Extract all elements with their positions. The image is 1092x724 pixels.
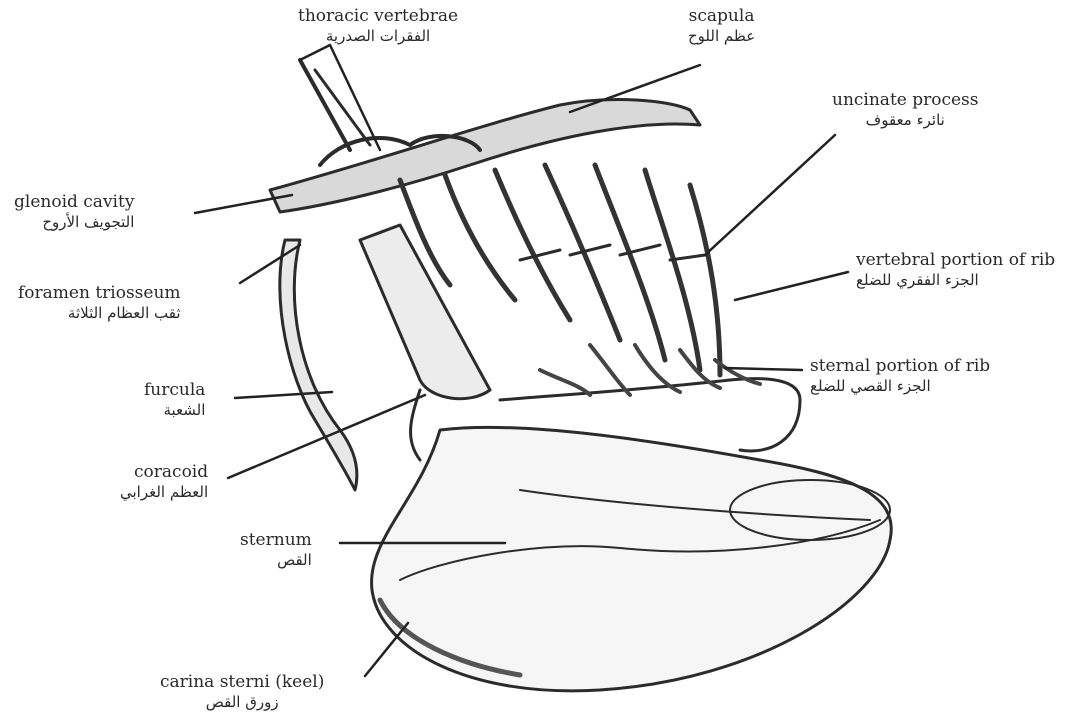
label-carina-sterni: carina sterni (keel) زورق القص <box>160 672 324 712</box>
label-coracoid: coracoid العظم الغرابي <box>120 462 208 502</box>
leader-carina-sterni <box>365 623 408 676</box>
label-sternum: sternum القص <box>240 530 312 570</box>
label-glenoid-cavity-en: glenoid cavity <box>14 192 134 212</box>
label-thoracic-vertebrae-ar: الفقرات الصدرية <box>298 26 458 46</box>
label-vertebral-portion-of-rib-ar: الجزء الفقري للضلع <box>856 270 1055 290</box>
leader-thoracic-vertebrae-2 <box>330 45 380 150</box>
label-carina-sterni-ar: زورق القص <box>160 692 324 712</box>
leader-vertebral-rib <box>735 272 848 300</box>
label-sternum-ar: القص <box>240 550 312 570</box>
label-sternal-portion-of-rib-en: sternal portion of rib <box>810 356 990 376</box>
label-thoracic-vertebrae-en: thoracic vertebrae <box>298 6 458 26</box>
label-sternal-portion-of-rib-ar: الجزء القصي للضلع <box>810 376 990 396</box>
label-glenoid-cavity-ar: التجويف الأروح <box>14 212 134 232</box>
label-carina-sterni-en: carina sterni (keel) <box>160 672 324 692</box>
label-scapula: scapula عظم اللوح <box>688 6 755 46</box>
label-foramen-triosseum-en: foramen triosseum <box>18 283 181 303</box>
label-coracoid-en: coracoid <box>120 462 208 482</box>
label-vertebral-portion-of-rib: vertebral portion of rib الجزء الفقري لل… <box>856 250 1055 290</box>
label-sternal-portion-of-rib: sternal portion of rib الجزء القصي للضلع <box>810 356 990 396</box>
coracoid-bone <box>360 225 490 399</box>
label-vertebral-portion-of-rib-en: vertebral portion of rib <box>856 250 1055 270</box>
label-scapula-en: scapula <box>688 6 755 26</box>
leader-uncinate-process <box>705 135 835 255</box>
label-furcula: furcula الشعبة <box>144 380 205 420</box>
label-glenoid-cavity: glenoid cavity التجويف الأروح <box>14 192 134 232</box>
label-furcula-ar: الشعبة <box>144 400 205 420</box>
uncinate-processes <box>520 245 705 260</box>
label-foramen-triosseum-ar: ثقب العظام الثلاثة <box>18 303 181 323</box>
label-uncinate-process-en: uncinate process <box>832 90 979 110</box>
label-foramen-triosseum: foramen triosseum ثقب العظام الثلاثة <box>18 283 181 323</box>
label-furcula-en: furcula <box>144 380 205 400</box>
label-thoracic-vertebrae: thoracic vertebrae الفقرات الصدرية <box>298 6 458 46</box>
label-sternum-en: sternum <box>240 530 312 550</box>
label-uncinate-process: uncinate process نائرء معقوف <box>832 90 979 130</box>
scapula-bone <box>270 100 700 212</box>
label-uncinate-process-ar: نائرء معقوف <box>832 110 979 130</box>
leader-sternal-rib <box>725 368 802 370</box>
label-scapula-ar: عظم اللوح <box>688 26 755 46</box>
leader-thoracic-vertebrae-1 <box>300 45 330 60</box>
sternum-body <box>372 427 892 691</box>
label-coracoid-ar: العظم الغرابي <box>120 482 208 502</box>
leader-coracoid <box>228 395 425 478</box>
